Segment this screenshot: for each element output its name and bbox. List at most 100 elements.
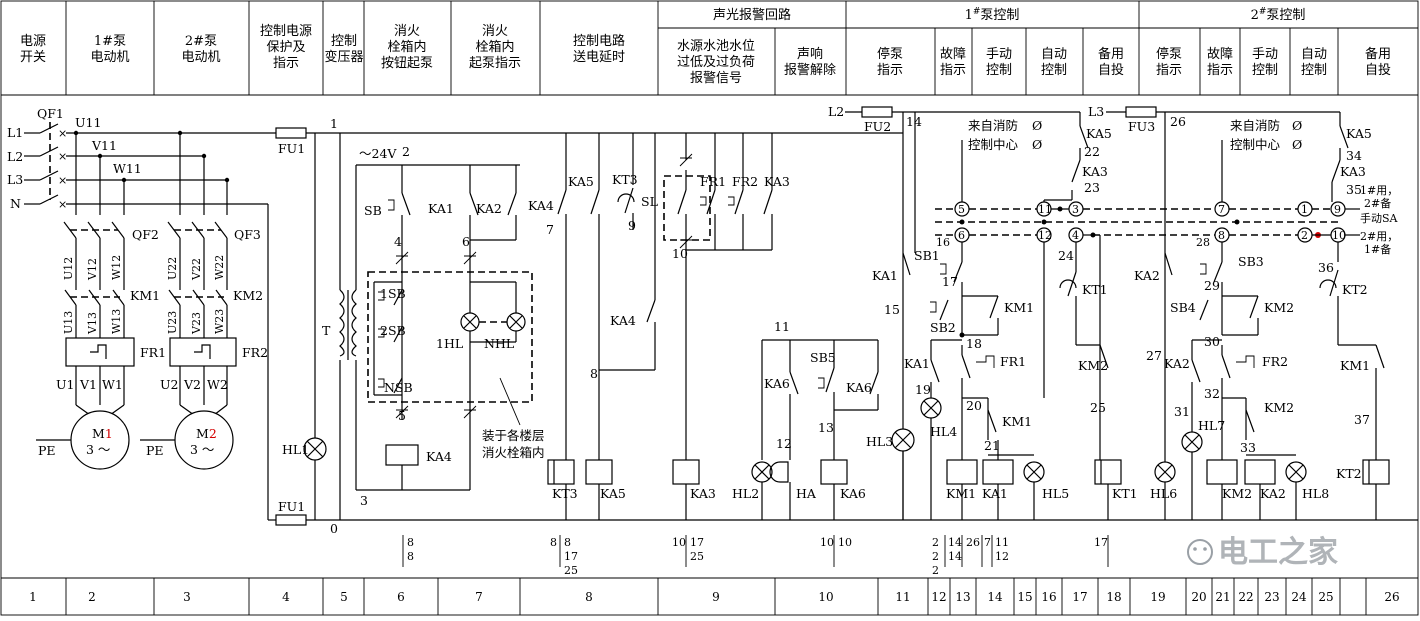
svg-text:33: 33 bbox=[1240, 440, 1256, 455]
column-number: 15 bbox=[1017, 590, 1032, 604]
svg-text:8: 8 bbox=[407, 536, 414, 549]
svg-text:4: 4 bbox=[394, 234, 402, 249]
svg-text:8: 8 bbox=[590, 366, 598, 381]
svg-text:KA5: KA5 bbox=[1346, 126, 1372, 141]
column-number: 18 bbox=[1106, 590, 1121, 604]
svg-text:HL2: HL2 bbox=[732, 486, 759, 501]
breaker-qf2: QF2 bbox=[63, 221, 159, 242]
svg-text:KA3: KA3 bbox=[1082, 164, 1108, 179]
svg-text:SB4: SB4 bbox=[1170, 300, 1196, 315]
svg-text:L1: L1 bbox=[7, 125, 23, 140]
svg-text:1: 1 bbox=[1301, 203, 1308, 216]
svg-text:来自消防: 来自消防 bbox=[1230, 118, 1280, 133]
hdr-auto-2: 自动控制 bbox=[1301, 47, 1327, 78]
svg-text:T: T bbox=[322, 323, 331, 338]
svg-text:W1: W1 bbox=[102, 377, 123, 392]
svg-text:NSB: NSB bbox=[384, 380, 413, 395]
svg-text:FR2: FR2 bbox=[242, 345, 268, 360]
svg-text:SB: SB bbox=[364, 203, 382, 218]
svg-text:25: 25 bbox=[564, 564, 578, 577]
svg-text:HL4: HL4 bbox=[930, 424, 957, 439]
svg-text:17: 17 bbox=[942, 274, 958, 289]
buzzer-ha bbox=[769, 461, 789, 483]
coil-ka3 bbox=[672, 459, 700, 485]
svg-text:1#用，: 1#用， bbox=[1360, 184, 1398, 197]
svg-text:31: 31 bbox=[1174, 404, 1190, 419]
svg-text:V1: V1 bbox=[79, 377, 97, 392]
svg-text:M2: M2 bbox=[196, 426, 217, 441]
svg-text:19: 19 bbox=[915, 382, 931, 397]
column-number: 23 bbox=[1264, 590, 1279, 604]
svg-text:KA2: KA2 bbox=[1164, 356, 1190, 371]
svg-text:KA1: KA1 bbox=[904, 356, 930, 371]
svg-text:KT3: KT3 bbox=[612, 172, 638, 187]
svg-text:Ø: Ø bbox=[1292, 118, 1302, 133]
svg-text:KM2: KM2 bbox=[1222, 486, 1252, 501]
svg-text:U2: U2 bbox=[160, 377, 179, 392]
svg-text:FU2: FU2 bbox=[864, 119, 891, 134]
coil-km2 bbox=[1206, 459, 1238, 485]
svg-text:KA5: KA5 bbox=[600, 486, 626, 501]
svg-text:U23: U23 bbox=[166, 311, 179, 334]
svg-text:30: 30 bbox=[1204, 334, 1220, 349]
svg-text:W11: W11 bbox=[113, 161, 142, 176]
svg-text:2: 2 bbox=[932, 564, 939, 577]
svg-text:KA4: KA4 bbox=[528, 198, 554, 213]
svg-text:26: 26 bbox=[1170, 114, 1186, 129]
svg-text:5: 5 bbox=[958, 203, 965, 216]
svg-text:KM1: KM1 bbox=[946, 486, 976, 501]
svg-text:36: 36 bbox=[1318, 260, 1334, 275]
svg-text:13: 13 bbox=[818, 420, 834, 435]
column-number: 17 bbox=[1072, 590, 1087, 604]
svg-text:L2: L2 bbox=[7, 149, 23, 164]
hydrant-box-enclosure bbox=[367, 271, 533, 403]
svg-text:2#用，: 2#用， bbox=[1360, 230, 1398, 243]
svg-text:NHL: NHL bbox=[484, 336, 514, 351]
column-number: 10 bbox=[818, 590, 833, 604]
coil-ka4 bbox=[385, 444, 419, 466]
svg-text:25: 25 bbox=[690, 550, 704, 563]
svg-text:KT2: KT2 bbox=[1342, 282, 1368, 297]
svg-text:V22: V22 bbox=[190, 258, 203, 281]
svg-text:34: 34 bbox=[1346, 148, 1362, 163]
svg-text:×: × bbox=[58, 127, 67, 140]
hdr-manual-1: 手动控制 bbox=[986, 47, 1012, 78]
hdr-ctrl-power: 控制电源保护及指示 bbox=[260, 24, 312, 71]
svg-text:Ø: Ø bbox=[1032, 118, 1042, 133]
svg-text:KT1: KT1 bbox=[1082, 282, 1108, 297]
svg-text:2#备: 2#备 bbox=[1364, 196, 1391, 210]
hdr-ctrl-transformer: 控制变压器 bbox=[324, 34, 363, 65]
pump2-control: L3 FU3 26 来自消防 控制中心 Ø Ø KA5 34 KA3 35 1#… bbox=[1088, 104, 1418, 521]
svg-text:7: 7 bbox=[546, 222, 554, 237]
hdr-hydrant-indicator: 消火栓箱内起泵指示 bbox=[469, 24, 521, 71]
svg-text:消火栓箱内: 消火栓箱内 bbox=[482, 445, 545, 460]
hdr-manual-2: 手动控制 bbox=[1252, 47, 1278, 78]
hdr-delay: 控制电路送电延时 bbox=[573, 33, 625, 65]
svg-text:L3: L3 bbox=[1088, 104, 1104, 119]
control-source: FU1 FU1 HL1 1 0 T ～24V 2 3 SB KA1 bbox=[267, 116, 903, 536]
watermark-text: 电工之家 bbox=[1218, 535, 1338, 570]
breaker-qf3: QF3 bbox=[167, 221, 261, 242]
column-number: 13 bbox=[955, 590, 970, 604]
svg-text:3: 3 bbox=[360, 493, 368, 508]
svg-text:FR2: FR2 bbox=[1262, 354, 1288, 369]
svg-text:17: 17 bbox=[1094, 536, 1108, 549]
svg-text:KT1: KT1 bbox=[1112, 486, 1138, 501]
pump1-control: L2 FU2 14 来自消防 控制中心 Ø Ø KA5 22 KA3 23 5 … bbox=[828, 104, 1340, 521]
svg-text:KA2: KA2 bbox=[1260, 486, 1286, 501]
svg-text:KA4: KA4 bbox=[610, 313, 636, 328]
hdr-stop-2: 停泵指示 bbox=[1156, 46, 1182, 78]
coil-ka2 bbox=[1244, 459, 1276, 485]
svg-text:HA: HA bbox=[796, 486, 817, 501]
svg-text:SB2: SB2 bbox=[930, 320, 956, 335]
svg-text:KA4: KA4 bbox=[426, 449, 452, 464]
hdr-pump1-motor: 1#泵电动机 bbox=[90, 34, 129, 65]
svg-text:V13: V13 bbox=[86, 312, 99, 335]
svg-text:W12: W12 bbox=[110, 255, 123, 280]
svg-text:29: 29 bbox=[1204, 278, 1220, 293]
svg-text:L2: L2 bbox=[828, 104, 844, 119]
svg-text:14: 14 bbox=[906, 114, 922, 129]
